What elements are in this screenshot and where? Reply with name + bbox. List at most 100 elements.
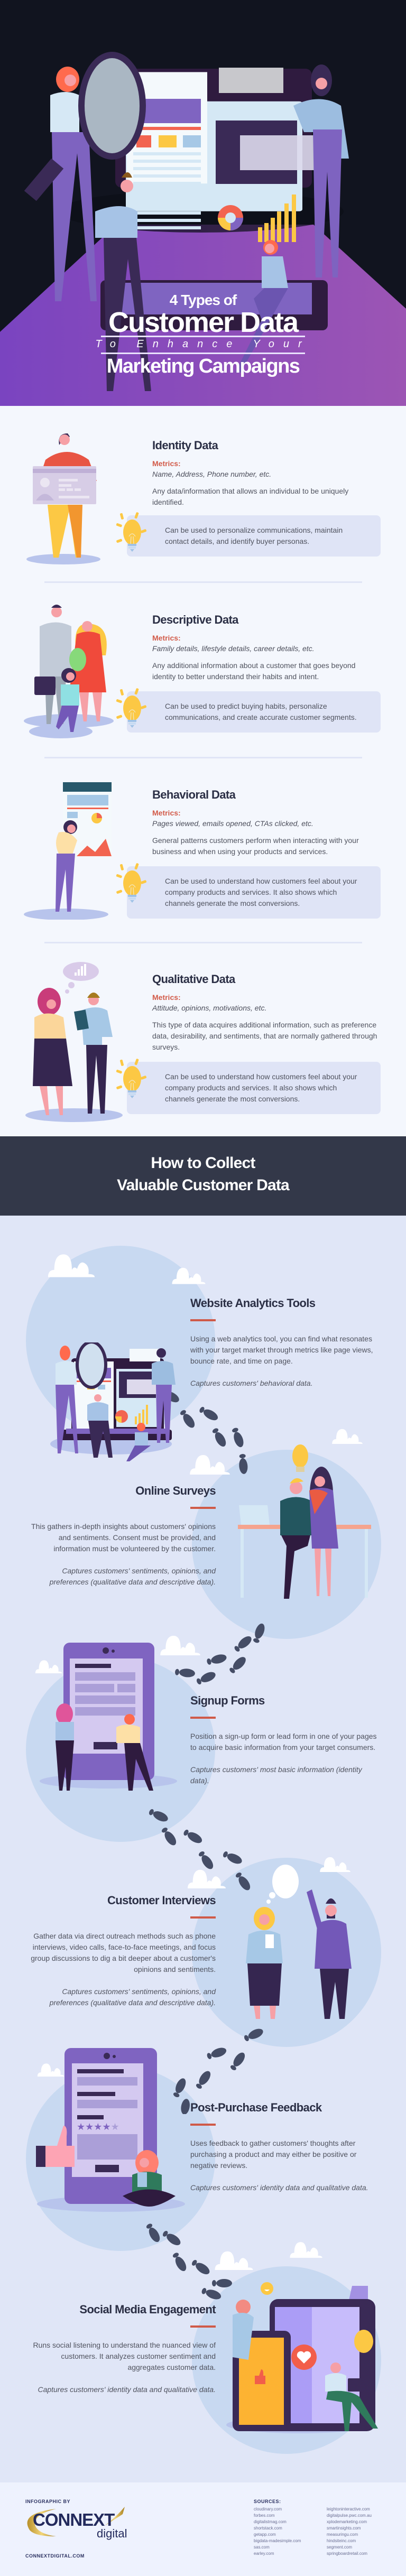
- tip-text: Can be used to understand how customers …: [165, 877, 357, 907]
- descriptive-illustration: [24, 605, 114, 738]
- title-rule-bottom: [101, 353, 305, 354]
- hero-banner: 4 Types of Customer Data To Enhance Your…: [0, 0, 406, 406]
- metrics-label: Metrics:: [152, 634, 181, 642]
- section-divider: [44, 757, 362, 758]
- lightbulb-icon: [116, 1058, 148, 1100]
- method-title: Signup Forms: [190, 1694, 265, 1707]
- type-description: This type of data acquires additional in…: [152, 1021, 377, 1051]
- logo-swoosh-icon: [27, 2507, 125, 2536]
- accent-line: [190, 1319, 216, 1321]
- footer: INFOGRAPHIC BY CONNEXT digital CONNEXTDI…: [0, 2482, 406, 2576]
- source-item: sas.com: [254, 2545, 270, 2550]
- method-description: Uses feedback to gather customers' thoug…: [190, 2139, 357, 2170]
- web-analytics-illustration: [50, 1342, 176, 1461]
- source-item: shortstack.com: [254, 2526, 282, 2531]
- source-item: xplodemarketing.com: [327, 2519, 367, 2524]
- rating-stars: ★★★★★: [77, 2121, 119, 2133]
- title-rule-top: [101, 336, 305, 337]
- source-item: digitalpulse.pwc.com.au: [327, 2513, 372, 2518]
- accent-line: [190, 1507, 216, 1509]
- source-item: measuringu.com: [327, 2532, 358, 2537]
- accent-line: [190, 1916, 216, 1919]
- method-description: Gather data via direct outreach methods …: [31, 1932, 216, 1973]
- method-title: Social Media Engagement: [79, 2303, 216, 2316]
- method-description: Using a web analytics tool, you can find…: [190, 1335, 373, 1365]
- tip-card: Can be used to personalize communication…: [127, 515, 381, 557]
- metrics-value: Attitude, opinions, motivations, etc.: [152, 1004, 267, 1012]
- source-item: smartinsights.com: [327, 2526, 361, 2531]
- sources-label: SOURCES:: [254, 2499, 281, 2504]
- source-item: bigdata-madesimple.com: [254, 2538, 301, 2543]
- hero-title-line1: 4 Types of: [169, 292, 237, 308]
- type-qualitative: Qualitative Data Metrics: Attitude, opin…: [152, 972, 385, 1114]
- tip-text: Can be used to understand how customers …: [165, 1072, 357, 1103]
- accent-line: [190, 2325, 216, 2328]
- type-title: Behavioral Data: [152, 788, 236, 801]
- credit-label: INFOGRAPHIC BY: [25, 2499, 71, 2504]
- feedback-illustration: ★★★★★: [36, 2048, 185, 2212]
- lightbulb-icon: [116, 511, 148, 553]
- qualitative-illustration: [25, 962, 123, 1122]
- source-item: hindsiteinc.com: [327, 2538, 356, 2543]
- method-social-media-engagement: Social Media Engagement Runs social list…: [25, 2302, 216, 2395]
- identity-illustration: [26, 433, 100, 564]
- method-customer-interviews: Customer Interviews Gather data via dire…: [25, 1893, 216, 2008]
- hero-title-line2: Customer Data: [108, 307, 299, 338]
- brand-sub: digital: [97, 2527, 127, 2540]
- sources-right: leightoninteractive.com digitalpulse.pwc…: [327, 2506, 372, 2557]
- method-title: Post-Purchase Feedback: [190, 2101, 322, 2114]
- source-item: springboardretail.com: [327, 2551, 367, 2556]
- method-captures: Captures customers' sentiments, opinions…: [49, 1567, 216, 1586]
- type-description: Any additional information about a custo…: [152, 661, 356, 681]
- tip-text: Can be used to personalize communication…: [165, 526, 343, 545]
- method-title: Customer Interviews: [107, 1894, 216, 1907]
- method-captures: Captures customers' identity data and qu…: [190, 2183, 368, 2192]
- method-captures: Captures customers' behavioral data.: [190, 1379, 313, 1387]
- source-item: cloudinary.com: [254, 2507, 282, 2512]
- survey-illustration: [238, 1444, 371, 1599]
- website-link[interactable]: CONNEXTDIGITAL.COM: [25, 2553, 85, 2559]
- lightbulb-icon: [116, 862, 148, 904]
- method-description: This gathers in-depth insights about cus…: [31, 1522, 216, 1553]
- connext-logo: CONNEXT digital: [24, 2505, 146, 2543]
- source-item: forbes.com: [254, 2513, 275, 2518]
- hero-illustration: [0, 52, 406, 406]
- sources-left: cloudinary.com forbes.com digitalistmag.…: [254, 2506, 301, 2557]
- section-divider: [44, 942, 362, 943]
- method-title: Website Analytics Tools: [190, 1296, 316, 1310]
- type-title: Qualitative Data: [152, 972, 235, 986]
- hero-title-line3: To Enhance Your: [95, 338, 311, 350]
- type-title: Identity Data: [152, 439, 218, 452]
- type-behavioral: Behavioral Data Metrics: Pages viewed, e…: [152, 788, 385, 919]
- social-media-illustration: [226, 2282, 378, 2433]
- type-description: Any data/information that allows an indi…: [152, 487, 349, 506]
- method-signup-forms: Signup Forms Position a sign-up form or …: [190, 1693, 381, 1786]
- source-item: segment.com: [327, 2545, 353, 2550]
- method-website-analytics: Website Analytics Tools Using a web anal…: [190, 1296, 381, 1389]
- method-captures: Captures customers' sentiments, opinions…: [49, 1987, 216, 2007]
- method-captures: Captures customers' most basic informati…: [190, 1765, 362, 1785]
- metrics-value: Family details, lifestyle details, caree…: [152, 644, 315, 653]
- method-title: Online Surveys: [135, 1484, 216, 1497]
- source-item: leightoninteractive.com: [327, 2507, 370, 2512]
- method-online-surveys: Online Surveys This gathers in-depth ins…: [25, 1484, 216, 1588]
- metrics-value: Pages viewed, emails opened, CTAs clicke…: [152, 819, 313, 828]
- tip-text: Can be used to predict buying habits, pe…: [165, 702, 357, 721]
- source-item: getapp.com: [254, 2532, 276, 2537]
- collect-title-line2: Valuable Customer Data: [117, 1176, 290, 1194]
- accent-line: [190, 1717, 216, 1719]
- metrics-label: Metrics:: [152, 993, 181, 1002]
- method-description: Position a sign-up form or lead form in …: [190, 1732, 377, 1752]
- hero-title-line4: Marketing Campaigns: [106, 355, 300, 377]
- method-captures: Captures customers' identity data and qu…: [38, 2385, 216, 2394]
- interview-illustration: [246, 1865, 352, 2019]
- metrics-label: Metrics:: [152, 809, 181, 817]
- lightbulb-icon: [116, 687, 148, 729]
- brand-name: CONNEXT: [33, 2510, 115, 2529]
- tip-card: Can be used to predict buying habits, pe…: [127, 691, 381, 733]
- source-item: earley.com: [254, 2551, 274, 2556]
- collect-header: How to Collect Valuable Customer Data: [0, 1136, 406, 1216]
- source-item: digitalistmag.com: [254, 2519, 287, 2524]
- cloud-icon: [45, 1251, 97, 1277]
- tip-card: Can be used to understand how customers …: [127, 866, 381, 919]
